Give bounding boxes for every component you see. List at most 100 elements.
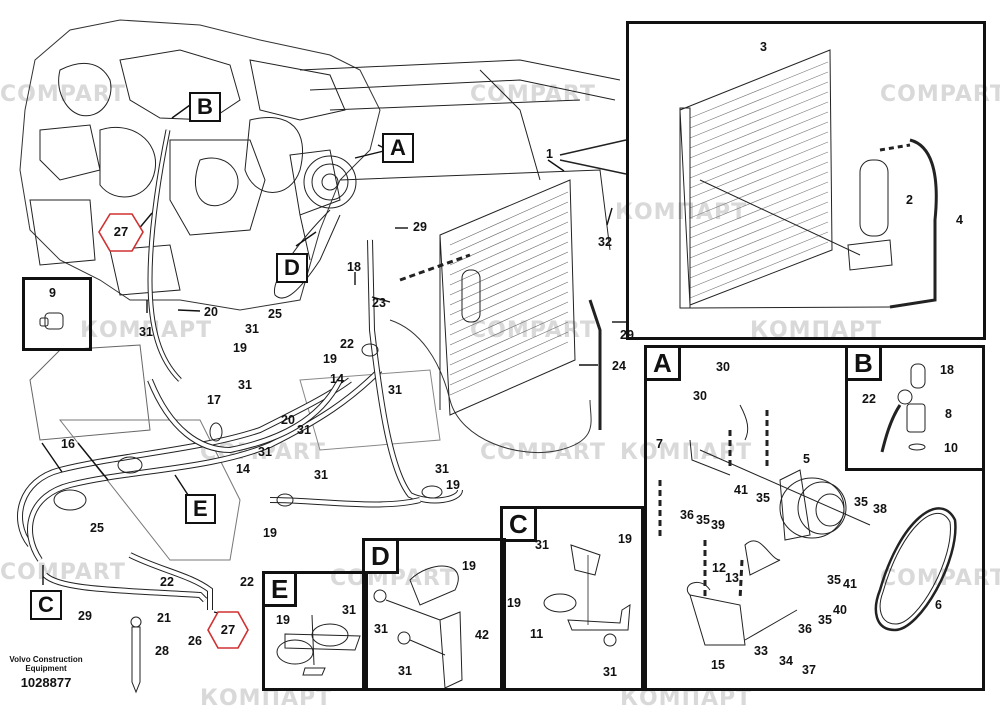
callout[interactable]: 31 [388, 383, 402, 397]
callout[interactable]: 24 [612, 359, 626, 373]
callout[interactable]: 1 [546, 147, 553, 161]
callout[interactable]: 33 [754, 644, 768, 658]
callout[interactable]: 30 [716, 360, 730, 374]
callout[interactable]: 32 [598, 235, 612, 249]
part9-drawing [39, 312, 64, 330]
callout[interactable]: 11 [530, 627, 544, 641]
part-27-highlight[interactable]: 27 [99, 213, 143, 251]
callout[interactable]: 31 [342, 603, 356, 617]
callout[interactable]: 31 [297, 423, 311, 437]
callout[interactable]: 19 [276, 613, 290, 627]
callout[interactable]: 16 [61, 437, 75, 451]
callout[interactable]: 41 [734, 483, 748, 497]
part-27-highlight[interactable]: 27 [206, 611, 250, 649]
callout[interactable]: 25 [268, 307, 282, 321]
callout[interactable]: 31 [314, 468, 328, 482]
condenser-detail-panel [626, 21, 986, 340]
detail-panel-a: A [644, 345, 985, 691]
callout[interactable]: 31 [435, 462, 449, 476]
callout[interactable]: 22 [160, 575, 174, 589]
callout[interactable]: 19 [618, 532, 632, 546]
callout[interactable]: 18 [347, 260, 361, 274]
view-label-e[interactable]: E [185, 494, 216, 524]
view-label-b[interactable]: B [189, 92, 221, 122]
callout[interactable]: 22 [862, 392, 876, 406]
callout[interactable]: 3 [760, 40, 767, 54]
detail-panel-d: D [362, 538, 506, 691]
callout[interactable]: 13 [725, 571, 739, 585]
highlight-hexagon [98, 213, 144, 252]
hose-bundle [17, 239, 592, 610]
callout[interactable]: 42 [475, 628, 489, 642]
callout[interactable]: 31 [535, 538, 549, 552]
callout[interactable]: 5 [803, 452, 810, 466]
callout[interactable]: 22 [340, 337, 354, 351]
callout[interactable]: 35 [818, 613, 832, 627]
callout[interactable]: 19 [507, 596, 521, 610]
panel-a-tag: A [644, 345, 681, 381]
callout[interactable]: 8 [945, 407, 952, 421]
callout[interactable]: 31 [258, 445, 272, 459]
callout[interactable]: 30 [693, 389, 707, 403]
view-label-a[interactable]: A [382, 133, 414, 163]
callout[interactable]: 39 [711, 518, 725, 532]
callout[interactable]: 41 [843, 577, 857, 591]
detail-panel-b: B [845, 345, 985, 471]
callout[interactable]: 18 [940, 363, 954, 377]
callout[interactable]: 25 [90, 521, 104, 535]
callout[interactable]: 31 [139, 325, 153, 339]
panel-c-tag: C [500, 506, 537, 542]
callout[interactable]: 29 [620, 328, 634, 342]
callout[interactable]: 21 [157, 611, 171, 625]
drawing-number: 1028877 [20, 675, 72, 690]
callout[interactable]: 26 [188, 634, 202, 648]
callout[interactable]: 4 [956, 213, 963, 227]
callout[interactable]: 38 [873, 502, 887, 516]
callout[interactable]: 29 [413, 220, 427, 234]
callout[interactable]: 22 [240, 575, 254, 589]
callout[interactable]: 29 [78, 609, 92, 623]
callout[interactable]: 31 [398, 664, 412, 678]
callout[interactable]: 20 [204, 305, 218, 319]
view-label-d[interactable]: D [276, 253, 308, 283]
callout[interactable]: 40 [833, 603, 847, 617]
callout[interactable]: 15 [711, 658, 725, 672]
callout[interactable]: 31 [374, 622, 388, 636]
c-detail-drawing [543, 544, 631, 647]
callout[interactable]: 9 [49, 286, 56, 300]
callout[interactable]: 10 [944, 441, 958, 455]
watermark: COMPART [0, 82, 126, 107]
callout[interactable]: 19 [233, 341, 247, 355]
callout[interactable]: 35 [827, 573, 841, 587]
callout[interactable]: 35 [854, 495, 868, 509]
callout[interactable]: 23 [372, 296, 386, 310]
callout[interactable]: 19 [263, 526, 277, 540]
callout[interactable]: 35 [756, 491, 770, 505]
callout[interactable]: 37 [802, 663, 816, 677]
detail-panel-e: E [262, 571, 368, 691]
callout[interactable]: 14 [236, 462, 250, 476]
callout[interactable]: 6 [935, 598, 942, 612]
callout[interactable]: 2 [906, 193, 913, 207]
callout[interactable]: 19 [323, 352, 337, 366]
leader-lines [41, 104, 627, 615]
view-label-c[interactable]: C [30, 590, 62, 620]
callout[interactable]: 20 [281, 413, 295, 427]
callout[interactable]: 28 [155, 644, 169, 658]
callout[interactable]: 19 [446, 478, 460, 492]
callout[interactable]: 12 [712, 561, 726, 575]
callout[interactable]: 35 [696, 513, 710, 527]
callout[interactable]: 19 [462, 559, 476, 573]
callout[interactable]: 14 [330, 372, 344, 386]
callout[interactable]: 31 [245, 322, 259, 336]
callout[interactable]: 17 [207, 393, 221, 407]
highlight-hexagon [207, 611, 249, 649]
part-27-label: 27 [220, 622, 236, 637]
callout[interactable]: 7 [656, 437, 663, 451]
callout[interactable]: 36 [680, 508, 694, 522]
callout[interactable]: 31 [238, 378, 252, 392]
callout[interactable]: 34 [779, 654, 793, 668]
callout[interactable]: 36 [798, 622, 812, 636]
callout[interactable]: 31 [603, 665, 617, 679]
